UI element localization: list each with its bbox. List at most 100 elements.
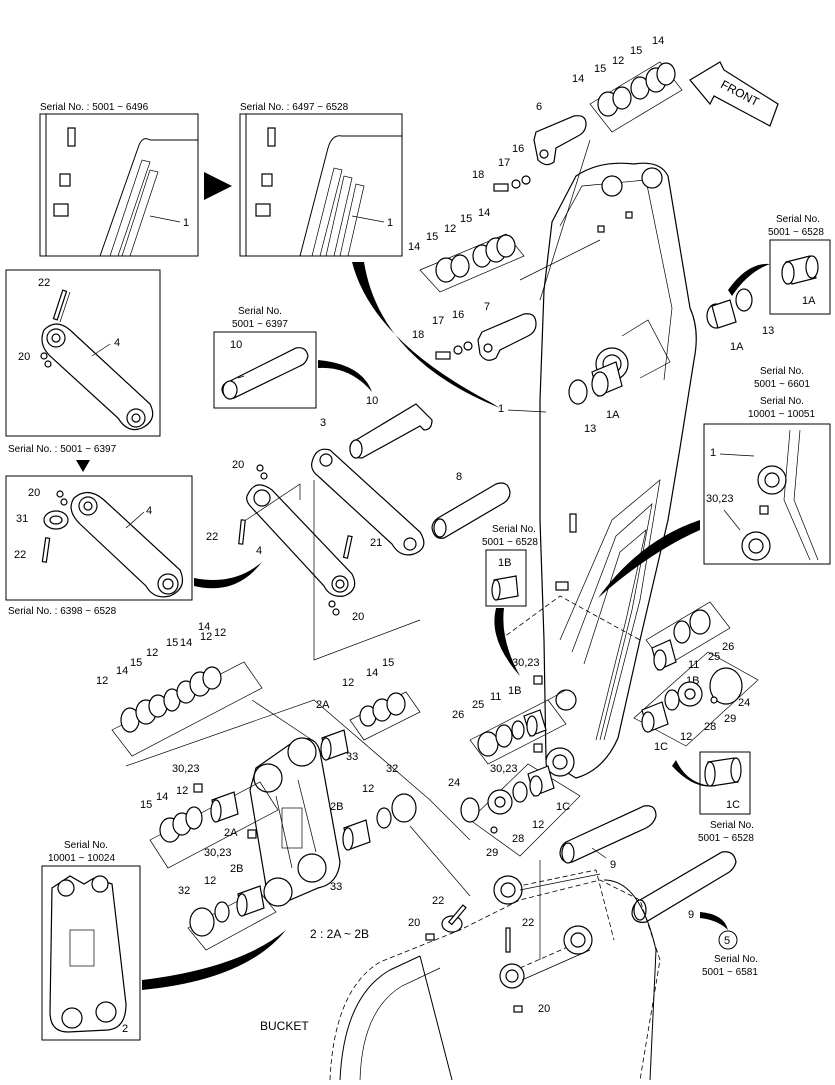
callout-14: 14 bbox=[652, 35, 664, 47]
serial-box-arm-old: Serial No. : 5001 ~ 6496 bbox=[39, 102, 199, 257]
callout-30-23: 30,23 bbox=[706, 493, 734, 505]
serial-title: Serial No. bbox=[64, 840, 108, 851]
serial-range: 5001 ~ 6601 bbox=[754, 379, 810, 390]
bush-1A-box: 1A bbox=[769, 239, 831, 315]
callout-14: 14 bbox=[478, 207, 490, 219]
callout-14: 14 bbox=[198, 621, 210, 633]
arrow-right-icon bbox=[204, 172, 232, 200]
leader-swoosh bbox=[318, 360, 372, 392]
callout-33: 33 bbox=[346, 751, 358, 763]
bucket-label: BUCKET bbox=[260, 1019, 309, 1033]
callout-22: 22 bbox=[206, 531, 218, 543]
callout-21: 21 bbox=[370, 537, 382, 549]
serial-title: Serial No. bbox=[776, 214, 820, 225]
callout-1: 1 bbox=[387, 217, 393, 229]
callout-12: 12 bbox=[200, 631, 212, 643]
serial-range: 5001 ~ 6528 bbox=[698, 833, 754, 844]
rings-center-lower: 30,23 1B 11 25 26 30,23 24 28 12 1C 29 bbox=[448, 657, 581, 859]
note-link-2: 2 : 2A ~ 2B bbox=[310, 927, 369, 941]
serial-label: Serial No. : 6497 ~ 6528 bbox=[240, 102, 349, 113]
pin-9-upper: 9 bbox=[559, 805, 657, 871]
callout-10: 10 bbox=[366, 395, 378, 407]
callout-12: 12 bbox=[362, 783, 374, 795]
callout-9: 9 bbox=[688, 909, 694, 921]
callout-20: 20 bbox=[232, 459, 244, 471]
arrow-down-icon bbox=[76, 460, 90, 472]
callout-5: 5 bbox=[724, 935, 730, 947]
callout-22: 22 bbox=[432, 895, 444, 907]
callout-1B: 1B bbox=[498, 557, 511, 569]
callout-20: 20 bbox=[352, 611, 364, 623]
callout-12: 12 bbox=[444, 223, 456, 235]
callout-15: 15 bbox=[130, 657, 142, 669]
bushing-1A: 13 1A 1A 13 bbox=[568, 288, 774, 435]
callout-31: 31 bbox=[16, 513, 28, 525]
callout-30-23: 30,23 bbox=[512, 657, 540, 669]
callout-12: 12 bbox=[96, 675, 108, 687]
callout-14: 14 bbox=[156, 791, 168, 803]
callout-1A: 1A bbox=[606, 409, 620, 421]
callout-33: 33 bbox=[330, 881, 342, 893]
serial-range: 5001 ~ 6581 bbox=[702, 967, 758, 978]
callout-22: 22 bbox=[14, 549, 26, 561]
callout-1: 1 bbox=[710, 447, 716, 459]
callout-12: 12 bbox=[214, 627, 226, 639]
callout-16: 16 bbox=[512, 143, 524, 155]
callout-12: 12 bbox=[146, 647, 158, 659]
link-2-box: 2 bbox=[41, 865, 141, 1041]
callout-1C: 1C bbox=[556, 801, 570, 813]
pin-8: 8 bbox=[431, 471, 511, 539]
serial-range: 5001 ~ 6528 bbox=[768, 227, 824, 238]
bush-1C-box: 1C bbox=[699, 751, 751, 815]
arm-1 bbox=[539, 162, 697, 779]
serial-range: 10001 ~ 10024 bbox=[48, 853, 115, 864]
callout-15: 15 bbox=[630, 45, 642, 57]
callout-15: 15 bbox=[382, 657, 394, 669]
callout-4: 4 bbox=[114, 337, 120, 349]
callout-12: 12 bbox=[532, 819, 544, 831]
rings-left-lower: 30,23 12 14 15 2A 30,23 bbox=[140, 763, 279, 869]
callout-29: 29 bbox=[486, 847, 498, 859]
leader-swoosh bbox=[598, 520, 700, 598]
rings-2B-left: 2B 12 32 bbox=[178, 863, 277, 951]
serial-title: Serial No. bbox=[714, 954, 758, 965]
callout-2: 2 bbox=[122, 1023, 128, 1035]
callout-1C: 1C bbox=[726, 799, 740, 811]
bucket bbox=[329, 869, 661, 1081]
callout-25: 25 bbox=[472, 699, 484, 711]
callout-26: 26 bbox=[722, 641, 734, 653]
arm-right-box: 1 30,23 bbox=[703, 423, 831, 565]
callout-12: 12 bbox=[612, 55, 624, 67]
callout-12: 12 bbox=[204, 875, 216, 887]
callout-17: 17 bbox=[432, 315, 444, 327]
callout-24: 24 bbox=[738, 697, 750, 709]
callout-2A: 2A bbox=[224, 827, 238, 839]
callout-15: 15 bbox=[460, 213, 472, 225]
callout-28: 28 bbox=[512, 833, 524, 845]
link-4-box-new: 20 31 4 22 bbox=[5, 475, 193, 601]
pin-10-box: 10 bbox=[213, 331, 317, 409]
leader-swoosh bbox=[728, 263, 770, 296]
callout-10: 10 bbox=[230, 339, 242, 351]
callout-15: 15 bbox=[426, 231, 438, 243]
leader-swoosh bbox=[494, 608, 520, 676]
callout-15: 15 bbox=[140, 799, 152, 811]
link-3: 3 bbox=[311, 417, 425, 556]
serial-title: Serial No. bbox=[238, 306, 282, 317]
callout-30-23: 30,23 bbox=[490, 763, 518, 775]
serial-label: Serial No. : 6398 ~ 6528 bbox=[8, 606, 117, 617]
callout-7: 7 bbox=[484, 301, 490, 313]
callout-4: 4 bbox=[146, 505, 152, 517]
callout-12: 12 bbox=[176, 785, 188, 797]
callout-20: 20 bbox=[28, 487, 40, 499]
callout-32: 32 bbox=[386, 763, 398, 775]
leader-swoosh bbox=[700, 912, 728, 930]
rings-top: 14 15 12 15 14 bbox=[572, 35, 683, 133]
rings-right-lower: 26 25 11 1B 24 29 28 12 1C bbox=[633, 601, 759, 753]
callout-30-23: 30,23 bbox=[204, 847, 232, 859]
leader-swoosh bbox=[142, 930, 286, 990]
callout-8: 8 bbox=[456, 471, 462, 483]
callout-2A: 2A bbox=[316, 699, 330, 711]
callout-22: 22 bbox=[38, 277, 50, 289]
